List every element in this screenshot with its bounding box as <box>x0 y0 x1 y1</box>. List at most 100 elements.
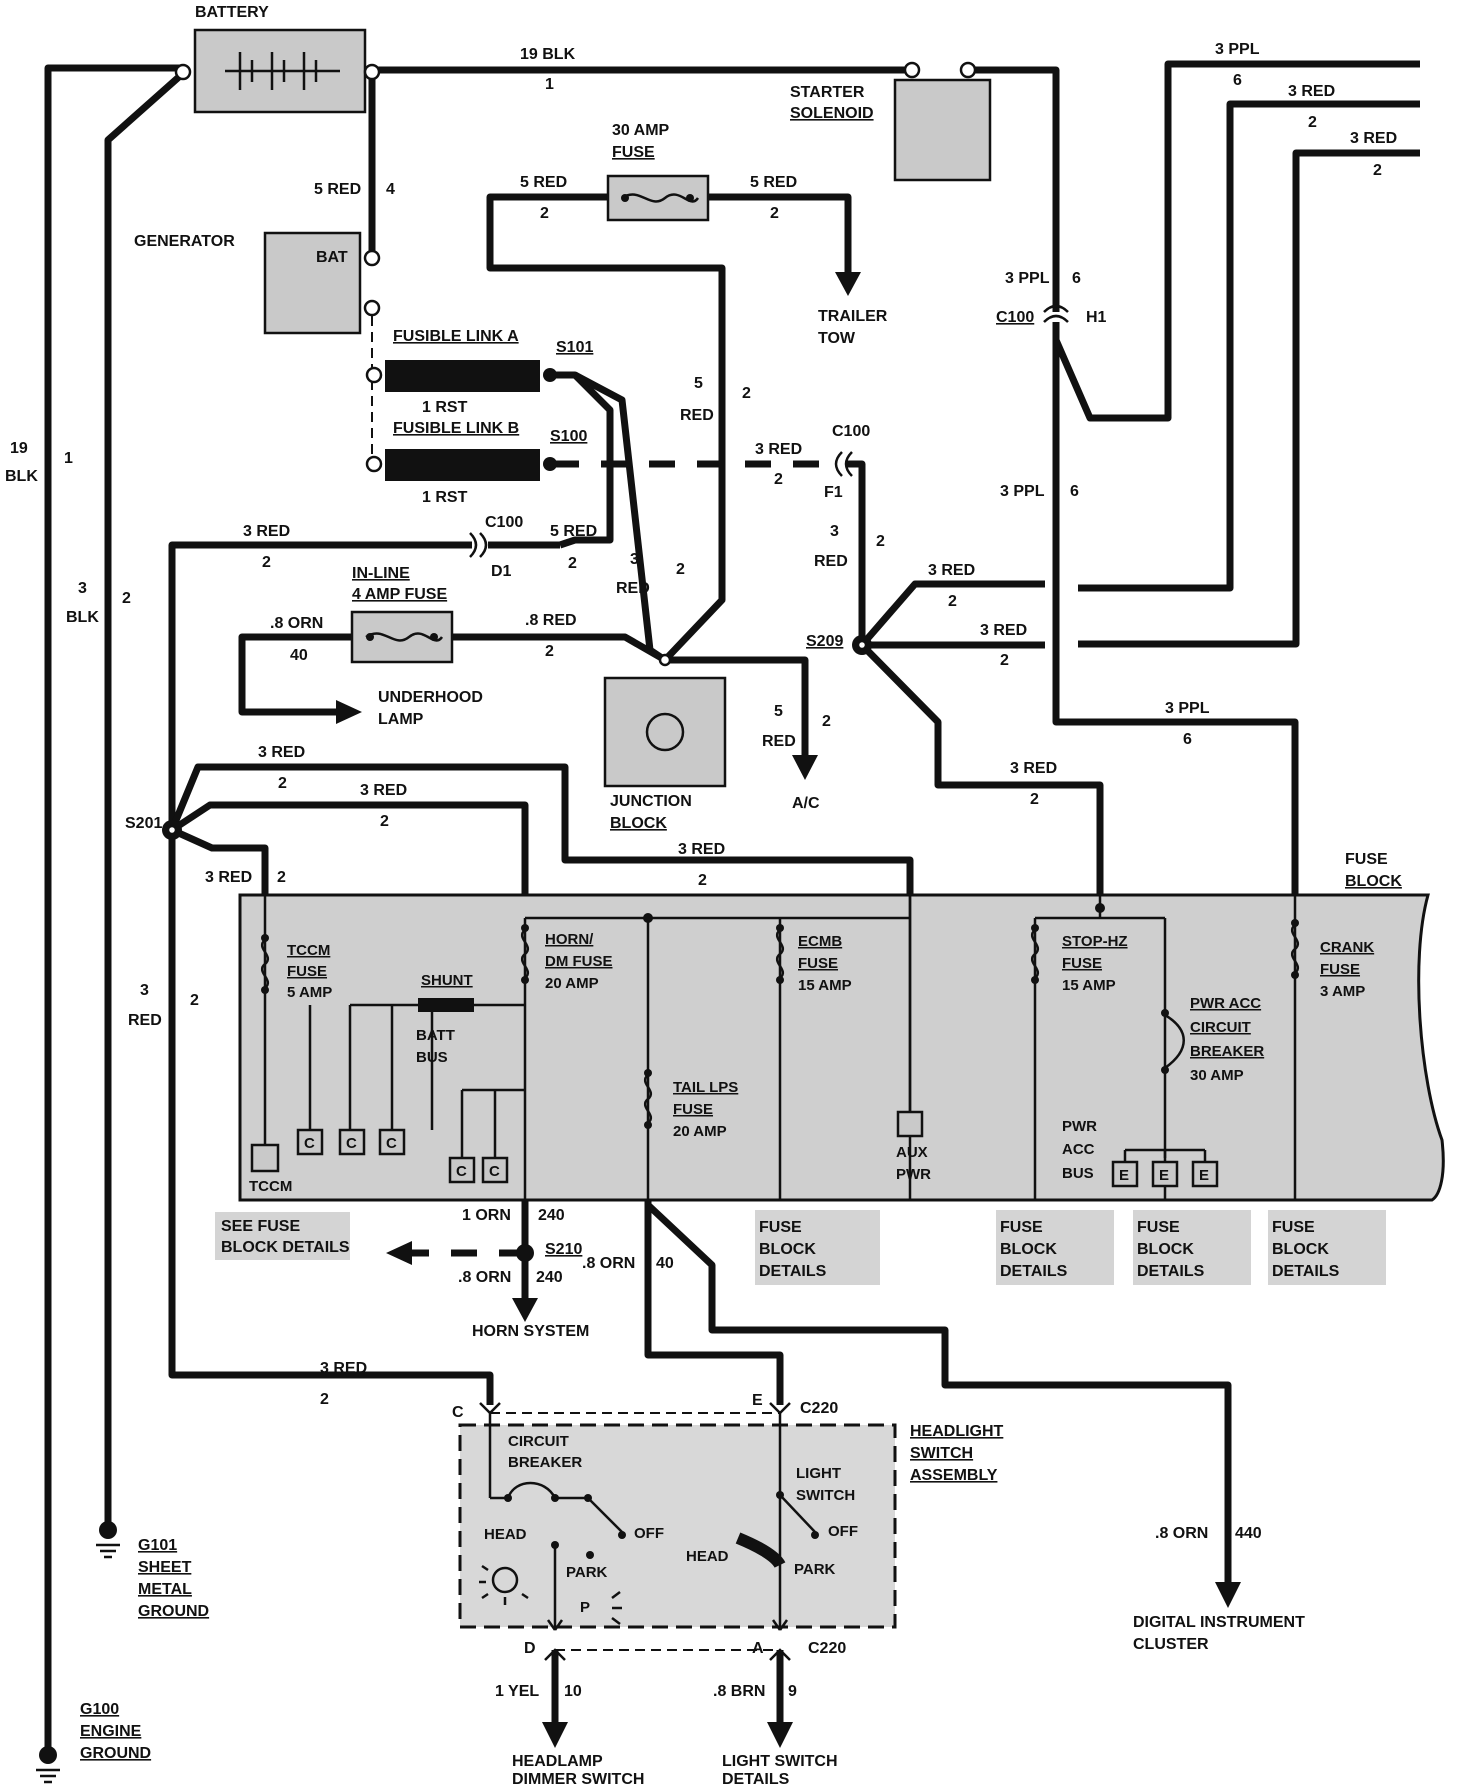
ecmb-fuse-label-2: FUSE <box>798 955 838 972</box>
svg-text:3: 3 <box>140 982 149 999</box>
junction-block <box>603 653 727 788</box>
svg-text:10: 10 <box>564 1683 582 1700</box>
svg-text:5 RED: 5 RED <box>520 174 567 191</box>
svg-text:FUSE: FUSE <box>1272 1219 1315 1236</box>
trailer-tow-label-1: TRAILER <box>818 308 888 325</box>
trailer-tow-arrow <box>835 272 861 296</box>
g101-label-3: METAL <box>138 1581 192 1598</box>
s210-splice <box>516 1244 534 1262</box>
svg-text:2: 2 <box>568 555 577 572</box>
junction-block-label-2: BLOCK <box>610 815 667 832</box>
starter-solenoid <box>893 61 992 182</box>
g101-ground-icon <box>96 1543 120 1559</box>
pwr-acc-pin-e2: E <box>1159 1167 1169 1184</box>
wires <box>44 60 1420 1750</box>
s210-label: S210 <box>545 1241 582 1258</box>
wire-s209-down <box>859 642 1104 895</box>
fusible-link-a-label: FUSIBLE LINK A <box>393 328 519 345</box>
svg-text:DETAILS: DETAILS <box>1137 1263 1205 1280</box>
aux-pwr-label-2: PWR <box>896 1166 931 1183</box>
svg-text:2: 2 <box>1373 162 1382 179</box>
fuse-block-label-1: FUSE <box>1345 851 1388 868</box>
tccm-label: TCCM <box>249 1178 292 1195</box>
svg-text:2: 2 <box>876 533 885 550</box>
light-switch-details-arrow <box>767 1722 793 1748</box>
wire-30amp-right <box>708 193 852 275</box>
fuse-block-details-3: FUSE BLOCK DETAILS <box>1133 1210 1251 1285</box>
svg-text:3 RED: 3 RED <box>928 562 975 579</box>
tccm-fuse-label-2: FUSE <box>287 963 327 980</box>
s100-label: S100 <box>550 428 587 445</box>
wire-link-a-jb <box>573 371 667 663</box>
svg-text:RED: RED <box>128 1012 162 1029</box>
svg-text:1 YEL: 1 YEL <box>495 1683 539 1700</box>
wire-f1-s209 <box>846 460 866 645</box>
crank-fuse-label-2: FUSE <box>1320 961 1360 978</box>
grounds <box>36 1521 120 1784</box>
fusible-link-a-wire: 1 RST <box>422 399 468 416</box>
svg-text:2: 2 <box>822 713 831 730</box>
inline-fuse <box>350 610 454 664</box>
wire-solenoid-c100 <box>968 66 1060 312</box>
pin-c-label: C <box>452 1404 464 1421</box>
wire-engine-ground <box>44 64 180 1750</box>
svg-text:3 RED: 3 RED <box>678 841 725 858</box>
svg-text:.8 ORN: .8 ORN <box>458 1269 511 1286</box>
batt-bus-pin-c5: C <box>489 1163 500 1180</box>
wire-c100-down <box>1052 322 1299 895</box>
fusible-link-b-wire: 1 RST <box>422 489 468 506</box>
svg-text:4: 4 <box>386 181 395 198</box>
svg-text:5 RED: 5 RED <box>314 181 361 198</box>
pwr-acc-cb-label-1: PWR ACC <box>1190 995 1261 1012</box>
g100-label-3: GROUND <box>80 1745 151 1762</box>
svg-text:3 RED: 3 RED <box>755 441 802 458</box>
svg-text:BLOCK DETAILS: BLOCK DETAILS <box>221 1239 350 1256</box>
circuit-breaker-label-1: CIRCUIT <box>508 1433 569 1450</box>
c220-bottom-label: C220 <box>808 1640 846 1657</box>
svg-text:BLOCK: BLOCK <box>1137 1241 1194 1258</box>
light-switch-label-2: SWITCH <box>796 1487 855 1504</box>
svg-text:1: 1 <box>545 76 554 93</box>
svg-text:2: 2 <box>122 590 131 607</box>
fusible-link-b-label: FUSIBLE LINK B <box>393 420 519 437</box>
fuse-block-details-2: FUSE BLOCK DETAILS <box>996 1210 1114 1285</box>
off-label-right: OFF <box>828 1523 858 1540</box>
svg-text:2: 2 <box>676 561 685 578</box>
wire-s201-branch-mid <box>170 801 529 895</box>
fuse-block-details-1: FUSE BLOCK DETAILS <box>755 1210 880 1285</box>
s201-label: S201 <box>125 815 162 832</box>
headlight-switch-assembly-label-2: SWITCH <box>910 1445 973 1462</box>
batt-bus-pin-c3: C <box>386 1135 397 1152</box>
svg-text:.8 ORN: .8 ORN <box>270 615 323 632</box>
wire-3red-right-a <box>1078 100 1420 592</box>
pwr-acc-cb-label-2: CIRCUIT <box>1190 1019 1251 1036</box>
svg-text:440: 440 <box>1235 1525 1262 1542</box>
fuse-30amp-label-2: FUSE <box>612 144 655 161</box>
svg-text:.8 BRN: .8 BRN <box>713 1683 765 1700</box>
wire-jb-ac <box>665 656 809 760</box>
svg-text:9: 9 <box>788 1683 797 1700</box>
see-fuse-block-arrow <box>386 1241 412 1265</box>
svg-text:BLK: BLK <box>66 609 99 626</box>
g101-label-2: SHEET <box>138 1559 192 1576</box>
d1-label: D1 <box>491 563 512 580</box>
svg-text:2: 2 <box>742 385 751 402</box>
off-label-left: OFF <box>634 1525 664 1542</box>
svg-text:3 PPL: 3 PPL <box>1005 270 1050 287</box>
wire-s201-trunk <box>168 845 494 1405</box>
svg-text:2: 2 <box>770 205 779 222</box>
svg-text:5 RED: 5 RED <box>750 174 797 191</box>
svg-text:2: 2 <box>1000 652 1009 669</box>
head-label-right: HEAD <box>686 1548 729 1565</box>
horn-dm-fuse-label-2: DM FUSE <box>545 953 613 970</box>
svg-text:6: 6 <box>1070 483 1079 500</box>
svg-text:2: 2 <box>545 643 554 660</box>
svg-text:2: 2 <box>698 872 707 889</box>
pwr-acc-pins <box>1111 1160 1219 1188</box>
park-label-right: PARK <box>794 1561 836 1578</box>
svg-text:3 PPL: 3 PPL <box>1215 41 1260 58</box>
batt-bus-pin-c4: C <box>456 1163 467 1180</box>
svg-text:DETAILS: DETAILS <box>759 1263 827 1280</box>
c100-f1-label: C100 <box>832 423 870 440</box>
